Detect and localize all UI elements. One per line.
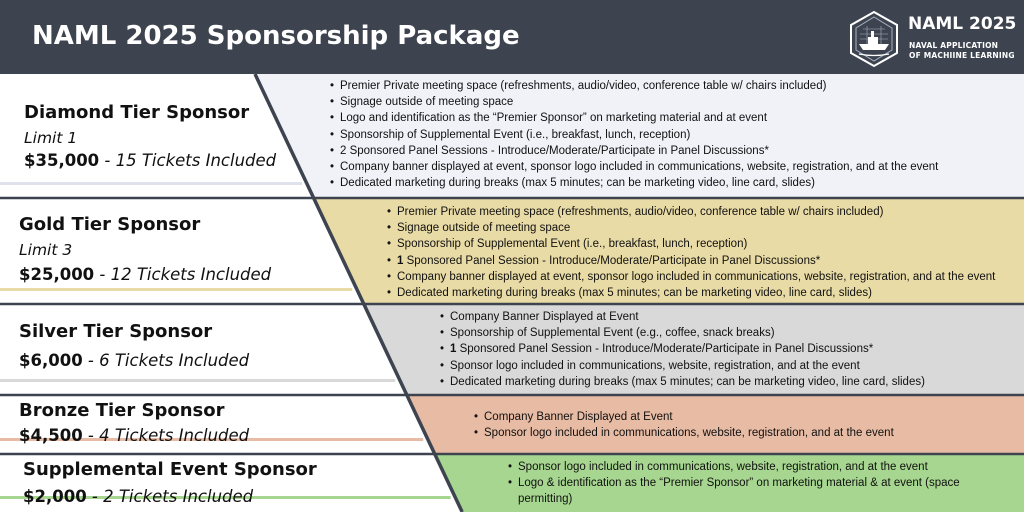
logo-subtitle-line1: NAVAL APPLICATION xyxy=(909,41,999,50)
benefit-list: Premier Private meeting space (refreshme… xyxy=(330,78,938,192)
benefit-text: Sponsored Panel Session - Introduce/Mode… xyxy=(456,343,874,356)
tier-price: $35,000 xyxy=(24,151,100,170)
benefit-item: Sponsor logo included in communications,… xyxy=(440,358,925,374)
benefit-item: Sponsorship of Supplemental Event (i.e.,… xyxy=(330,127,938,143)
benefit-list: Company Banner Displayed at EventSponsor… xyxy=(474,409,894,442)
benefit-item: Sponsorship of Supplemental Event (i.e.,… xyxy=(387,236,995,252)
benefit-item: 2 Sponsored Panel Sessions - Introduce/M… xyxy=(330,143,938,159)
slant-divider xyxy=(253,73,464,512)
tier-name: Silver Tier Sponsor xyxy=(19,321,213,342)
tier-underline xyxy=(0,182,303,185)
benefit-list: Premier Private meeting space (refreshme… xyxy=(387,204,995,301)
tier-price-line: $2,000 - 2 Tickets Included xyxy=(23,486,253,508)
benefit-item: Company banner displayed at event, spons… xyxy=(387,269,995,285)
tier-name: Bronze Tier Sponsor xyxy=(19,400,225,421)
tier-price-line: $6,000 - 6 Tickets Included xyxy=(19,350,249,372)
benefit-item: Signage outside of meeting space xyxy=(330,94,938,110)
tier-underline xyxy=(0,438,424,441)
benefit-item: Dedicated marketing during breaks (max 5… xyxy=(440,374,925,390)
tier-limit: Limit 3 xyxy=(19,241,73,259)
benefit-count: 1 xyxy=(450,343,457,356)
benefit-item: 1 Sponsored Panel Session - Introduce/Mo… xyxy=(440,341,925,357)
benefit-item: Premier Private meeting space (refreshme… xyxy=(387,204,995,220)
tier-underline xyxy=(0,496,451,499)
tier-price-line: $25,000 - 12 Tickets Included xyxy=(19,264,271,286)
tier-name: Supplemental Event Sponsor xyxy=(23,459,317,480)
tier-tickets: - 2 Tickets Included xyxy=(86,487,254,506)
tier-underline xyxy=(0,288,353,291)
ship-badge-icon xyxy=(850,10,898,68)
tier-tickets: - 15 Tickets Included xyxy=(99,151,277,170)
logo-name: NAML 2025 xyxy=(908,14,1017,34)
logo-subtitle-line2: OF MACHIINE LEARNING xyxy=(909,51,1015,60)
benefit-item: Company Banner Displayed at Event xyxy=(474,409,894,425)
benefit-item: Company Banner Displayed at Event xyxy=(440,309,925,325)
benefit-item: 1 Sponsored Panel Session - Introduce/Mo… xyxy=(387,253,995,269)
benefit-item: Company banner displayed at event, spons… xyxy=(330,159,938,175)
benefit-item: Dedicated marketing during breaks (max 5… xyxy=(387,285,995,301)
tier-price: $25,000 xyxy=(19,265,95,284)
tier-name: Diamond Tier Sponsor xyxy=(24,102,250,123)
tier-price: $2,000 xyxy=(23,487,87,506)
tier-tickets: - 6 Tickets Included xyxy=(82,351,250,370)
tier-price-line: $4,500 - 4 Tickets Included xyxy=(19,425,249,447)
benefit-item: Sponsor logo included in communications,… xyxy=(508,459,1008,475)
benefit-item: Premier Private meeting space (refreshme… xyxy=(330,78,938,94)
tier-name: Gold Tier Sponsor xyxy=(19,214,201,235)
benefit-item: Sponsorship of Supplemental Event (e.g.,… xyxy=(440,325,925,341)
benefit-text: Sponsored Panel Session - Introduce/Mode… xyxy=(403,254,821,267)
benefit-item: Sponsor logo included in communications,… xyxy=(474,425,894,441)
header-bar: NAML 2025 Sponsorship Package NAML 2025 … xyxy=(0,0,1024,74)
tier-limit: Limit 1 xyxy=(24,129,78,147)
benefit-count: 1 xyxy=(397,254,404,267)
tier-tickets: - 4 Tickets Included xyxy=(82,426,250,445)
benefit-item: Dedicated marketing during breaks (max 5… xyxy=(330,175,938,191)
benefit-item: Logo & identification as the “Premier Sp… xyxy=(508,475,1008,507)
benefit-list: Sponsor logo included in communications,… xyxy=(508,459,1008,508)
tier-price: $4,500 xyxy=(19,426,83,445)
benefit-list: Company Banner Displayed at EventSponsor… xyxy=(440,309,925,390)
tier-underline xyxy=(0,379,396,382)
page-title: NAML 2025 Sponsorship Package xyxy=(32,21,520,51)
benefit-item: Signage outside of meeting space xyxy=(387,220,995,236)
tier-price-line: $35,000 - 15 Tickets Included xyxy=(24,150,276,172)
tier-tickets: - 12 Tickets Included xyxy=(94,265,272,284)
benefit-item: Logo and identification as the “Premier … xyxy=(330,110,938,126)
tier-price: $6,000 xyxy=(19,351,83,370)
